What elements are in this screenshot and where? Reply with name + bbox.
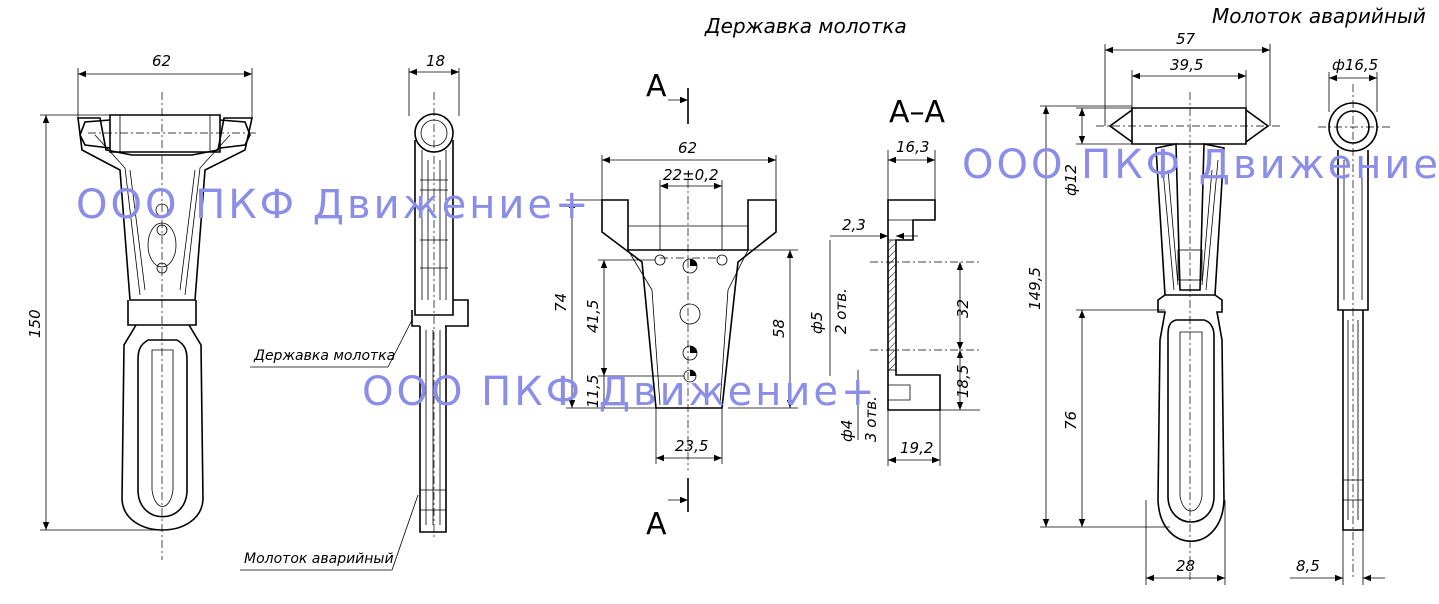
dim-hammer-85: 8,5 xyxy=(1296,557,1320,575)
title-hammer: Молоток аварийный xyxy=(1212,4,1426,28)
hammer-front-view: Молоток аварийный 57 39,5 ф12 xyxy=(1026,4,1426,585)
dim-hammer-1495: 149,5 xyxy=(1026,267,1044,310)
dim-hammer-395: 39,5 xyxy=(1170,56,1203,74)
title-section: А–А xyxy=(889,95,946,130)
dim-holder-415: 41,5 xyxy=(584,300,602,333)
dim-hammer-d165: ф16,5 xyxy=(1332,56,1378,74)
dim-holder-74: 74 xyxy=(552,293,570,312)
dim-section-d4: ф4 xyxy=(838,420,856,442)
dim-section-163: 16,3 xyxy=(896,138,929,156)
hammer-side-view: ф16,5 8,5 xyxy=(1290,56,1390,585)
dim-hammer-28: 28 xyxy=(1176,557,1195,575)
dim-holder-58: 58 xyxy=(770,319,788,338)
assembly-side-view: 18 Державка молотка Молоток аварийный xyxy=(240,52,469,571)
dim-asm-height: 150 xyxy=(26,309,44,338)
title-holder: Державка молотка xyxy=(704,14,907,38)
watermark-left: ООО ПКФ Движение+ xyxy=(76,182,592,228)
watermarks: ООО ПКФ Движение+ ООО ПКФ Движение+ ООО … xyxy=(76,142,1439,415)
dim-section-d5: ф5 xyxy=(808,312,826,334)
dim-section-23: 2,3 xyxy=(842,216,866,234)
dim-section-32: 32 xyxy=(954,299,972,318)
dim-holder-width: 62 xyxy=(678,139,697,157)
watermark-center: ООО ПКФ Движение+ xyxy=(362,369,878,415)
assembly-front-view: 62 150 xyxy=(26,52,256,560)
section-a-a-view: А–А 16,3 2,3 ф5 2 отв. 32 18, xyxy=(808,95,980,466)
dim-section-3holes: 3 отв. xyxy=(862,396,880,442)
dim-section-2holes: 2 отв. xyxy=(832,288,850,334)
watermark-right: ООО ПКФ Движение+ xyxy=(962,142,1439,188)
holder-detail-view: Державка молотка А А 62 22± xyxy=(552,14,907,542)
callout-holder: Державка молотка xyxy=(253,348,395,364)
dim-hammer-76: 76 xyxy=(1062,411,1080,430)
dim-hammer-d12: ф12 xyxy=(1062,164,1080,196)
dim-section-192: 19,2 xyxy=(900,439,933,457)
callout-hammer: Молоток аварийный xyxy=(244,551,394,567)
dim-holder-235: 23,5 xyxy=(675,437,708,455)
dim-section-185: 18,5 xyxy=(954,365,972,398)
cut-marker-bottom: А xyxy=(646,507,667,542)
dim-asm-width: 62 xyxy=(152,52,171,70)
dim-asm-side: 18 xyxy=(426,52,445,70)
dim-hammer-57: 57 xyxy=(1176,30,1196,48)
cut-marker-top: А xyxy=(646,69,667,104)
dim-holder-115: 11,5 xyxy=(584,375,602,408)
dim-holder-holes: 22±0,2 xyxy=(663,166,719,184)
